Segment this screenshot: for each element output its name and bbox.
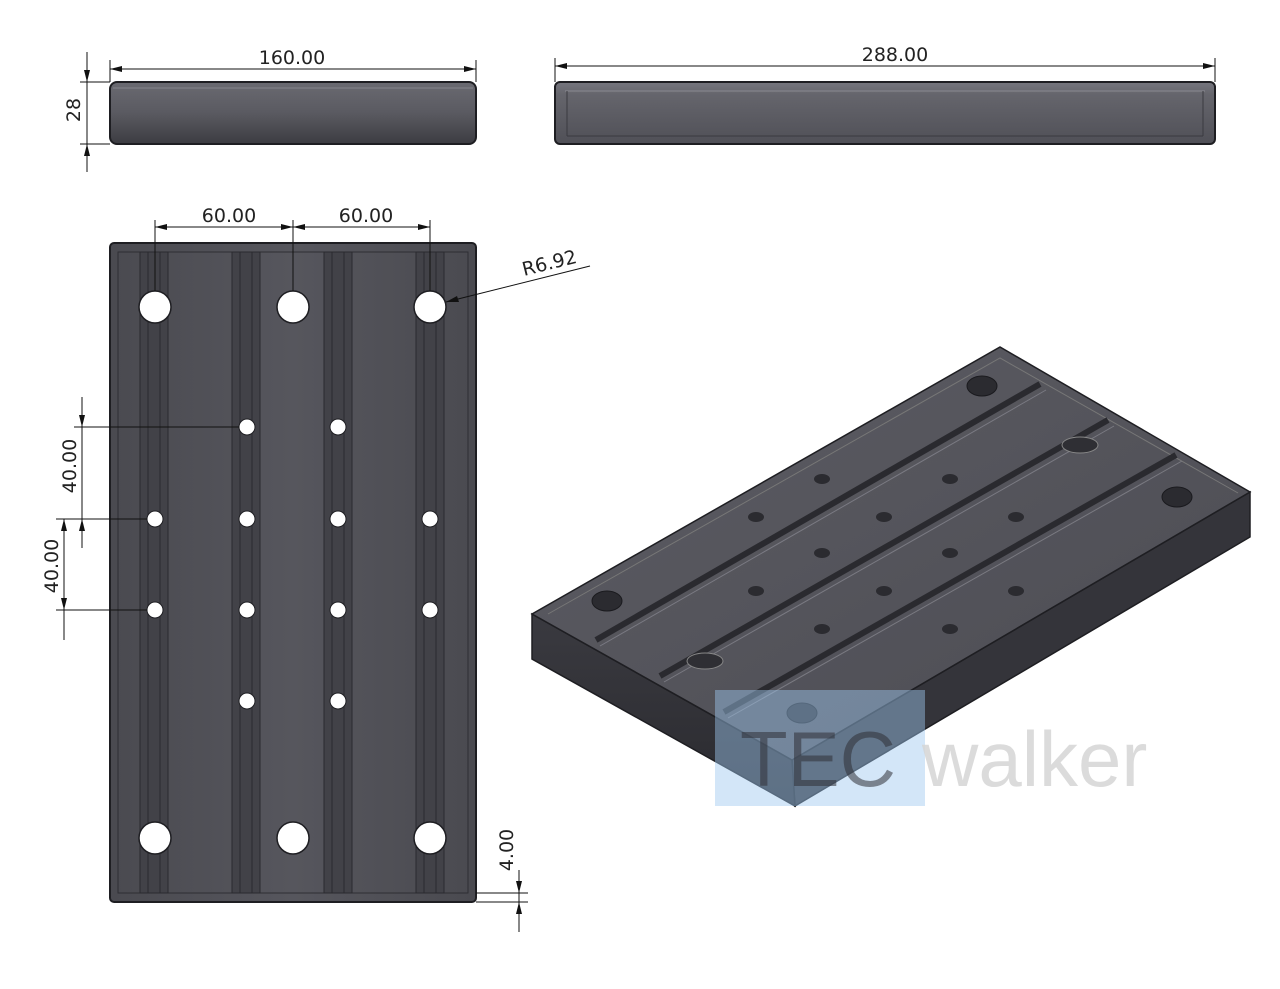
iso-groove xyxy=(722,452,1178,715)
iso-small-hole xyxy=(876,586,892,596)
iso-small-hole xyxy=(942,624,958,634)
iso-slot-end xyxy=(1061,436,1099,454)
spacing-left-label: 60.00 xyxy=(202,205,256,227)
iso-mounting-hole xyxy=(1161,486,1193,508)
isometric-view xyxy=(530,346,1252,808)
front-view xyxy=(554,81,1216,145)
iso-small-hole xyxy=(814,624,830,634)
hole-spacing-upper-label: 40.00 xyxy=(59,439,81,493)
front-length-label: 288.00 xyxy=(862,44,928,66)
iso-mounting-hole xyxy=(786,702,818,724)
mounting-hole xyxy=(276,290,310,324)
watermark-walker: walker xyxy=(921,715,1147,803)
small-hole xyxy=(146,601,164,619)
watermark-box xyxy=(715,690,925,806)
iso-small-hole xyxy=(748,512,764,522)
side-view xyxy=(109,81,477,145)
mounting-hole xyxy=(138,290,172,324)
dimension-side-height: 28 xyxy=(63,52,110,172)
mounting-hole xyxy=(413,290,447,324)
iso-small-hole xyxy=(942,548,958,558)
iso-small-hole xyxy=(814,474,830,484)
small-hole xyxy=(329,510,347,528)
mounting-hole xyxy=(138,821,172,855)
small-hole xyxy=(329,692,347,710)
top-view-groove xyxy=(323,251,353,894)
small-hole xyxy=(329,601,347,619)
dimension-hole-spacing-lower: 40.00 xyxy=(41,518,147,640)
iso-small-hole xyxy=(1008,586,1024,596)
iso-small-hole xyxy=(748,586,764,596)
small-hole xyxy=(421,510,439,528)
iso-groove xyxy=(594,381,1042,643)
iso-small-hole xyxy=(1008,512,1024,522)
side-width-label: 160.00 xyxy=(259,47,325,69)
dimension-spacing-left: 60.00 xyxy=(154,205,294,291)
iso-groove-highlight xyxy=(663,425,1115,683)
small-hole xyxy=(146,510,164,528)
iso-mounting-hole xyxy=(966,375,998,397)
top-view xyxy=(109,242,477,903)
dimension-front-length: 288.00 xyxy=(554,44,1216,82)
spacing-right-label: 60.00 xyxy=(339,205,393,227)
side-view-body xyxy=(109,81,477,145)
small-hole xyxy=(421,601,439,619)
top-view-groove xyxy=(139,251,169,894)
small-hole xyxy=(238,692,256,710)
rim-height-label: 4.00 xyxy=(496,829,518,871)
iso-rim-highlight xyxy=(547,357,1239,615)
small-hole xyxy=(238,601,256,619)
iso-small-hole xyxy=(814,548,830,558)
iso-slot-end xyxy=(686,652,724,670)
small-hole xyxy=(238,418,256,436)
dimension-side-width: 160.00 xyxy=(109,47,477,82)
top-view-groove xyxy=(231,251,261,894)
watermark: TEC walker xyxy=(715,690,1147,806)
mounting-hole xyxy=(276,821,310,855)
iso-small-hole xyxy=(942,474,958,484)
hole-spacing-lower-label: 40.00 xyxy=(41,539,63,593)
iso-small-hole xyxy=(876,512,892,522)
watermark-tec: TEC xyxy=(740,715,896,803)
top-view-groove xyxy=(415,251,445,894)
front-view-body xyxy=(554,81,1216,145)
small-hole xyxy=(329,418,347,436)
iso-groove xyxy=(658,417,1110,679)
iso-mounting-hole xyxy=(591,590,623,612)
iso-groove-highlight xyxy=(599,389,1047,647)
dimension-rim-height: 4.00 xyxy=(476,829,528,932)
iso-groove-highlight xyxy=(727,460,1183,719)
mounting-hole xyxy=(413,821,447,855)
small-hole xyxy=(238,510,256,528)
side-height-label: 28 xyxy=(63,98,85,122)
dimension-spacing-right: 60.00 xyxy=(293,205,431,291)
dimension-hole-spacing-upper: 40.00 xyxy=(59,397,239,548)
